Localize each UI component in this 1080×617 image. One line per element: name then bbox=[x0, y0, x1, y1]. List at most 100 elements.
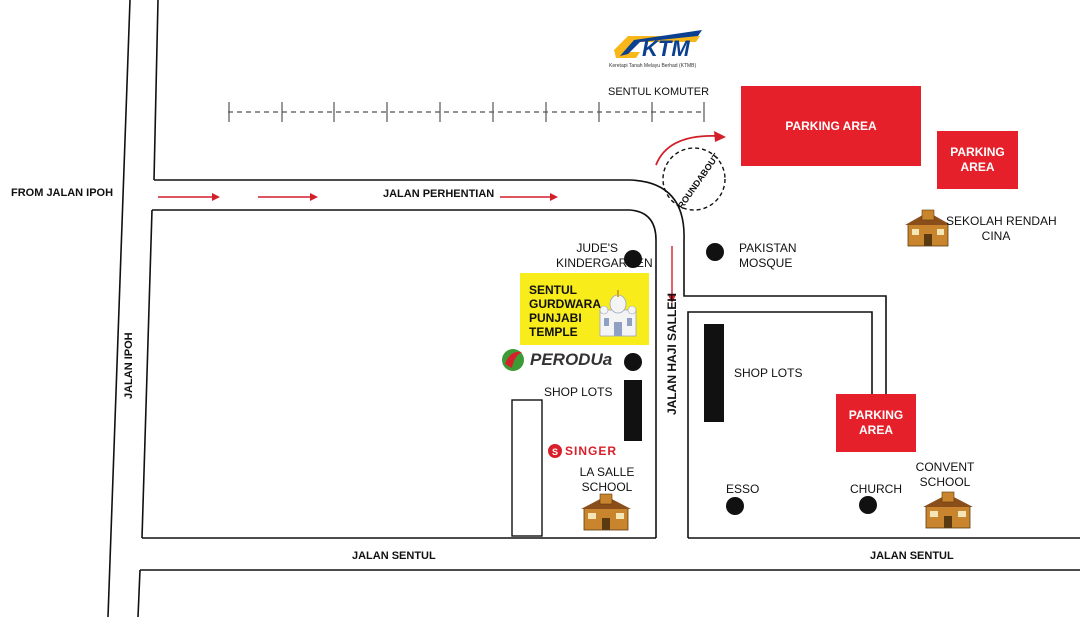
parking-area-church-line1: PARKING bbox=[848, 408, 904, 422]
street-label-jalan-sentul-left: JALAN SENTUL bbox=[352, 550, 436, 562]
poi-dot-esso bbox=[726, 497, 744, 515]
jalan-perhentian-south-edge bbox=[152, 209, 657, 538]
school-icon-sekolah-tower bbox=[921, 209, 935, 221]
temple-line4: TEMPLE bbox=[529, 325, 578, 339]
singer-logo-mark: S bbox=[548, 444, 562, 458]
street-label-jalan-perhentian: JALAN PERHENTIAN bbox=[383, 188, 495, 200]
school-icon-convent-door bbox=[944, 516, 952, 528]
label-convent-line2: SCHOOL bbox=[919, 475, 971, 489]
parking-area-church: PARKING AREA bbox=[836, 394, 916, 452]
school-icon-sekolah bbox=[905, 209, 951, 247]
jalan-perhentian-north-edge bbox=[154, 179, 887, 394]
school-icon-la-salle-door bbox=[602, 518, 610, 530]
gurdwara-temple-label: SENTUL GURDWARA PUNJABI TEMPLE bbox=[529, 283, 601, 339]
ktm-logo-swoosh-blue bbox=[620, 30, 702, 56]
temple-line1: SENTUL bbox=[529, 283, 577, 297]
label-la-salle-line2: SCHOOL bbox=[581, 480, 633, 494]
perodua-logo-mark bbox=[502, 349, 524, 371]
label-sekolah-line2: CINA bbox=[981, 229, 1011, 243]
shop-lots-block-right bbox=[704, 324, 724, 422]
street-label-jalan-sentul-right: JALAN SENTUL bbox=[870, 550, 954, 562]
school-icon-la-salle bbox=[581, 493, 631, 531]
parking-area-side-line2: AREA bbox=[960, 160, 995, 174]
street-label-jalan-ipoh: JALAN IPOH bbox=[123, 332, 135, 399]
road-lines bbox=[107, 0, 1080, 617]
poi-dot-judes bbox=[624, 250, 642, 268]
singer-brand-label: SINGER bbox=[565, 444, 618, 458]
railway-track bbox=[228, 102, 705, 122]
poi-dot-perodua bbox=[624, 353, 642, 371]
temple-icon-finial bbox=[617, 290, 619, 297]
label-sekolah-rendah-cina: SEKOLAH RENDAH CINA bbox=[946, 214, 1057, 244]
parking-area-main: PARKING AREA bbox=[741, 86, 921, 166]
label-pakistan-line1: PAKISTAN bbox=[739, 241, 797, 255]
label-pakistan-line2: MOSQUE bbox=[739, 256, 793, 270]
temple-icon-dome bbox=[609, 294, 627, 314]
perodua-logo-swoosh bbox=[505, 351, 522, 368]
temple-icon-door bbox=[614, 322, 622, 336]
label-sekolah-line1: SEKOLAH RENDAH bbox=[946, 214, 1057, 228]
temple-icon-window-right bbox=[627, 318, 632, 326]
parking-area-side-line1: PARKING bbox=[950, 145, 1005, 159]
school-icon-la-salle-window-1 bbox=[588, 513, 596, 519]
shop-lots-block-center bbox=[624, 380, 642, 441]
jalan-haji-salleh-east-edge bbox=[687, 311, 873, 538]
parking-area-main-label: PARKING AREA bbox=[785, 118, 877, 133]
school-icon-convent-window-1 bbox=[930, 511, 938, 517]
railway-ties bbox=[228, 102, 705, 122]
label-esso: ESSO bbox=[726, 482, 760, 496]
ktm-logo-mark bbox=[614, 30, 702, 58]
label-la-salle-line1: LA SALLE bbox=[579, 465, 635, 479]
ktm-logo-text: KTM bbox=[642, 36, 690, 61]
arrow-south-head bbox=[668, 295, 676, 303]
rail-label-sentul-komuter: SENTUL KOMUTER bbox=[608, 86, 710, 98]
ktm-tagline: Keretapi Tanah Melayu Berhad (KTMB) bbox=[609, 63, 697, 69]
label-convent-line1: CONVENT bbox=[915, 460, 975, 474]
school-icon-convent bbox=[923, 491, 973, 529]
temple-line3: PUNJABI bbox=[529, 311, 582, 325]
jalan-ipoh-road-east-edge bbox=[153, 0, 159, 181]
temple-icon-window-left bbox=[604, 318, 609, 326]
poi-dot-church bbox=[859, 496, 877, 514]
label-pakistan-mosque: PAKISTAN MOSQUE bbox=[739, 241, 797, 271]
singer-logo-letter: S bbox=[552, 447, 558, 457]
label-la-salle-school: LA SALLE SCHOOL bbox=[576, 465, 638, 495]
school-icon-convent-window-2 bbox=[958, 511, 966, 517]
roundabout-arrow bbox=[655, 135, 719, 166]
perodua-brand-label: PERODUa bbox=[530, 350, 613, 369]
label-judes-line1: JUDE'S bbox=[576, 241, 618, 255]
label-church: CHURCH bbox=[850, 482, 902, 496]
school-icon-la-salle-tower bbox=[599, 493, 613, 505]
street-label-jalan-haji-salleh: JALAN HAJI SALLEH bbox=[665, 292, 679, 415]
school-icon-sekolah-window-1 bbox=[912, 229, 919, 235]
arrow-east-3-head bbox=[550, 193, 558, 201]
label-judes-kindergarden: JUDE'S KINDERGARDEN bbox=[556, 241, 653, 271]
label-shop-lots-left: SHOP LOTS bbox=[544, 385, 613, 399]
school-icon-sekolah-door bbox=[924, 234, 932, 246]
arrow-east-2-head bbox=[310, 193, 318, 201]
jalan-ipoh-road-west-edge bbox=[107, 0, 131, 617]
label-judes-line2: KINDERGARDEN bbox=[556, 256, 653, 270]
roundabout-circle bbox=[662, 147, 726, 211]
street-label-from-jalan-ipoh: FROM JALAN IPOH bbox=[11, 187, 114, 199]
arrow-east-1-head bbox=[212, 193, 220, 201]
label-convent-school: CONVENT SCHOOL bbox=[914, 460, 976, 490]
temple-icon-small-dome-right bbox=[627, 305, 637, 315]
direction-arrows bbox=[158, 193, 676, 303]
temple-line2: GURDWARA bbox=[529, 297, 601, 311]
parking-area-side: PARKING AREA bbox=[937, 131, 1018, 189]
poi-dot-pakistan-mosque bbox=[706, 243, 724, 261]
singer-logo-circle bbox=[548, 444, 562, 458]
jalan-ipoh-road-east-edge-lower bbox=[141, 209, 153, 539]
label-shop-lots-right: SHOP LOTS bbox=[734, 366, 803, 380]
gurdwara-temple-icon bbox=[599, 290, 637, 337]
school-icon-sekolah-window-2 bbox=[937, 229, 944, 235]
roundabout-arrow-head bbox=[714, 131, 726, 142]
jalan-sentul-south-edge-down bbox=[137, 569, 141, 617]
parking-area-church-line2: AREA bbox=[858, 423, 893, 437]
temple-icon-small-dome-left bbox=[599, 305, 609, 315]
school-icon-convent-tower bbox=[941, 491, 955, 503]
school-icon-la-salle-window-2 bbox=[616, 513, 624, 519]
shop-lots-left-block bbox=[511, 399, 543, 537]
